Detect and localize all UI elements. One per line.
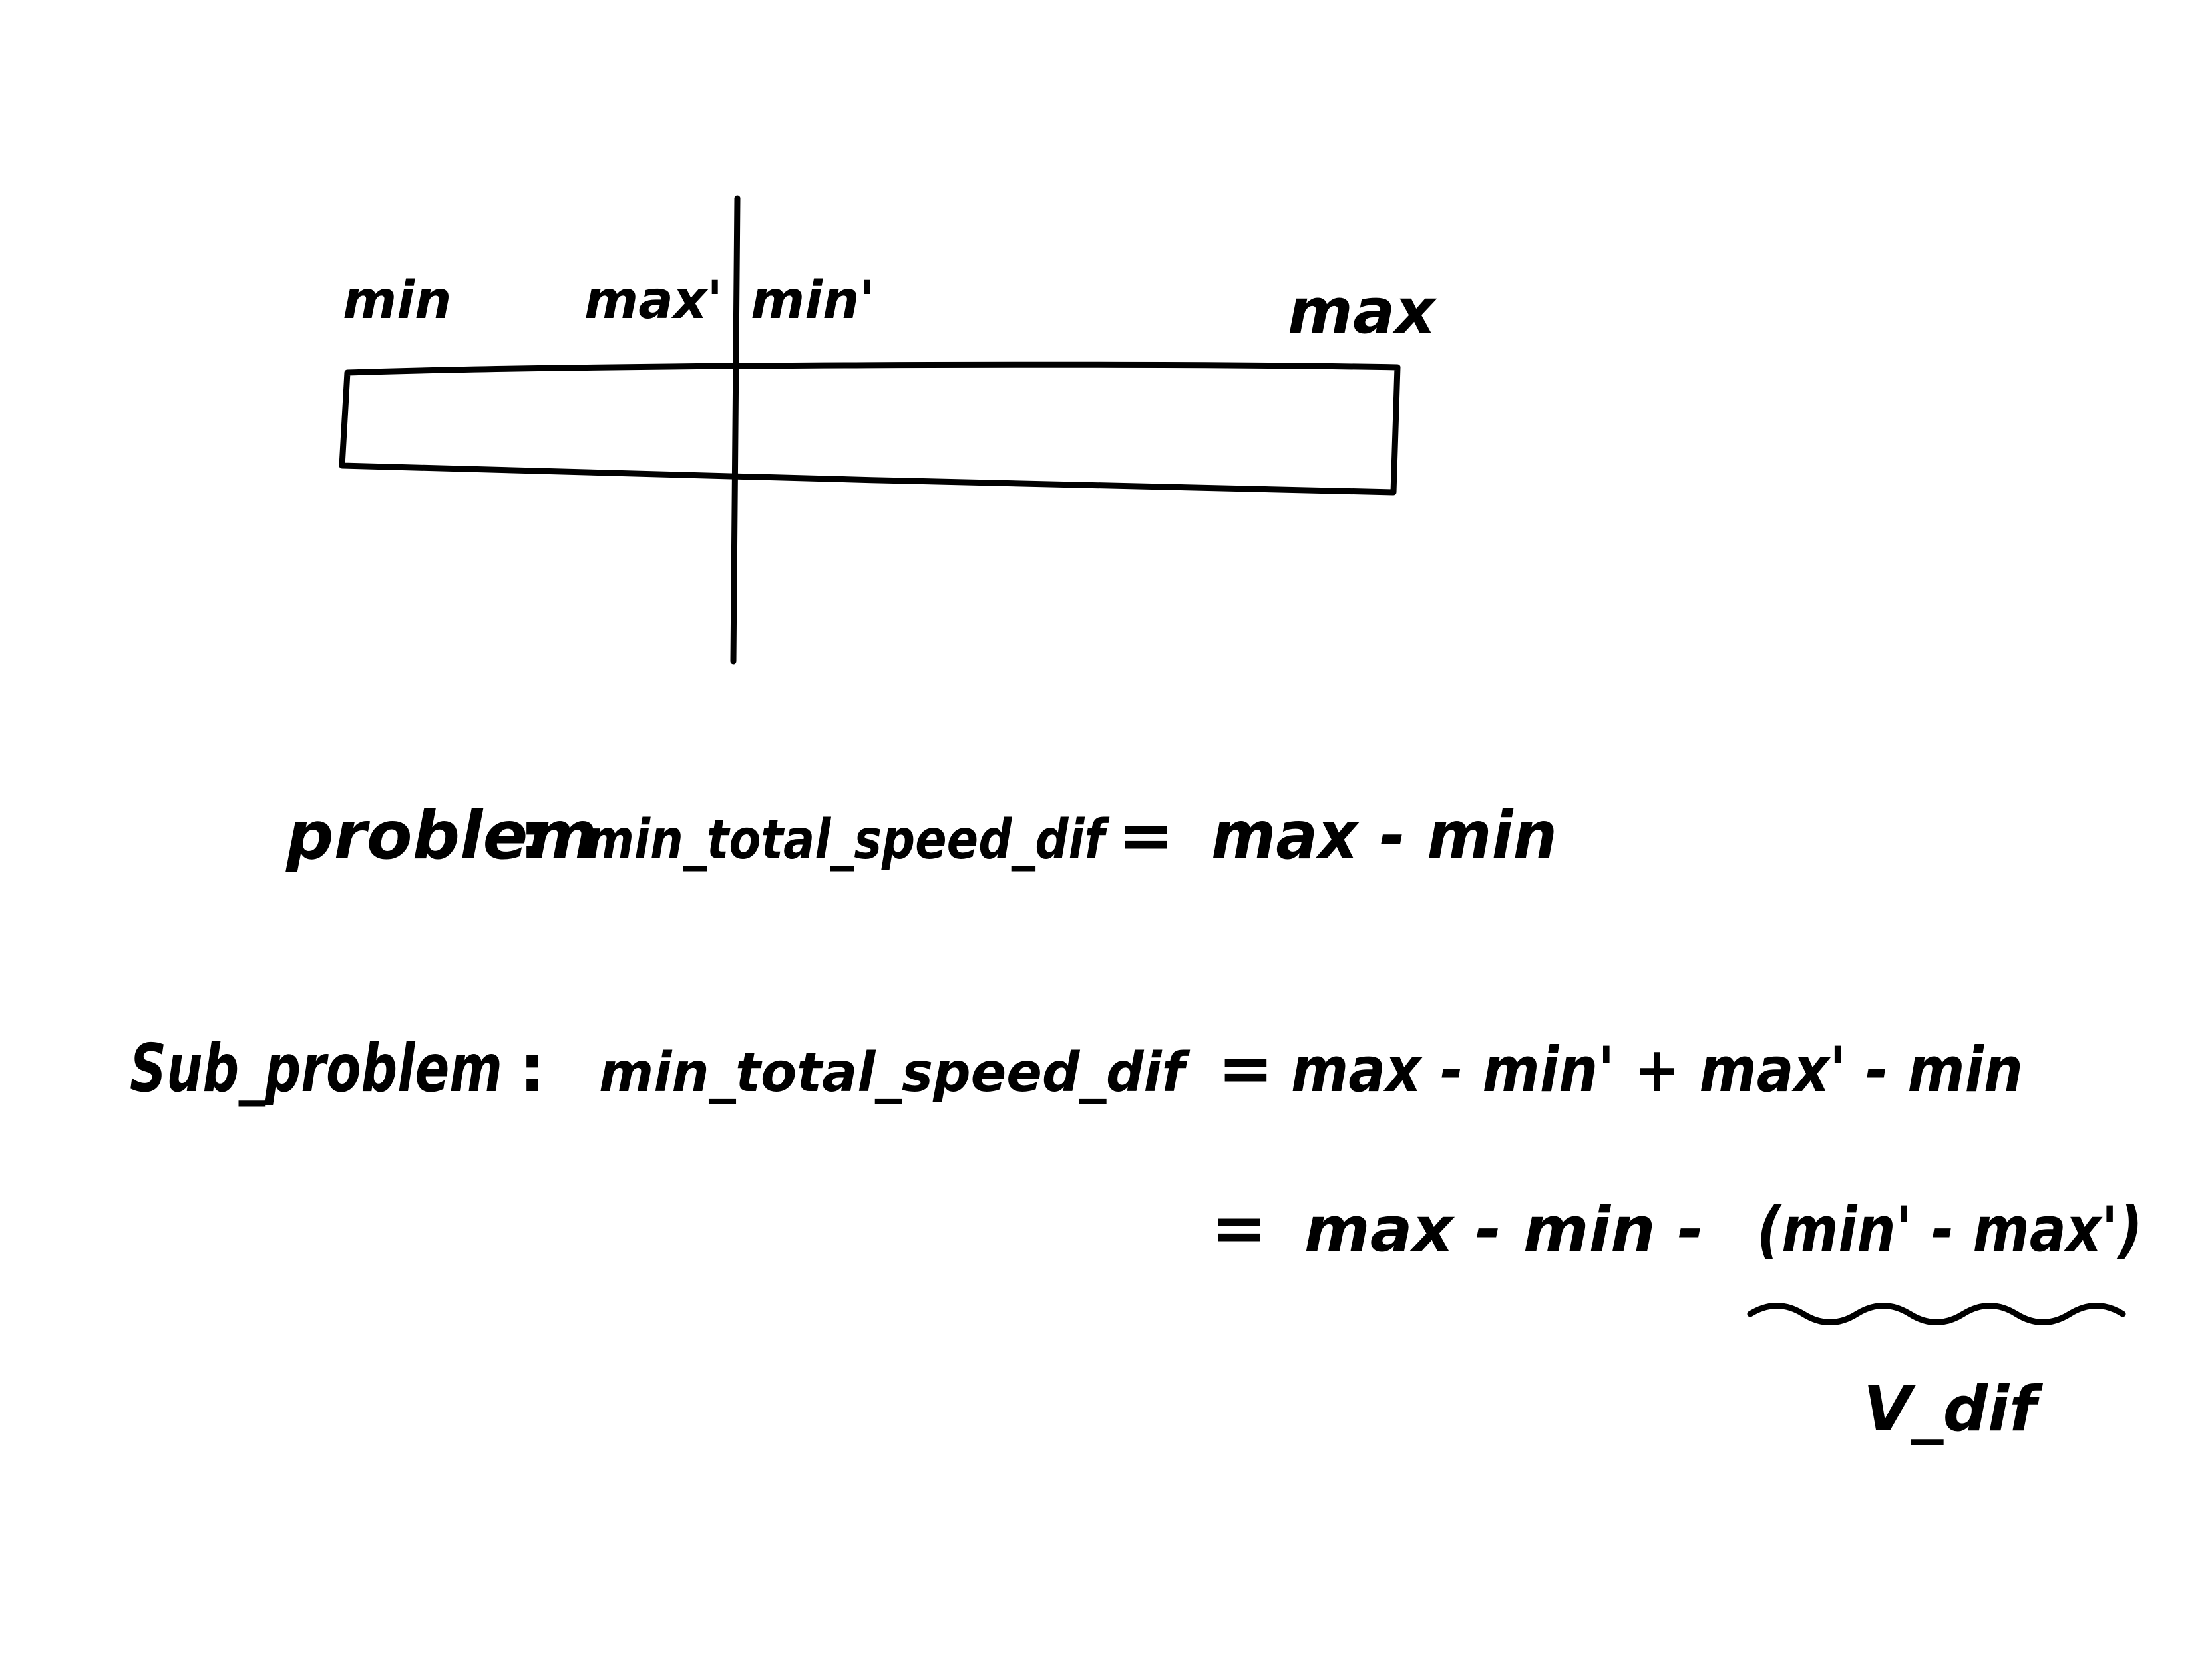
expansion-rhs: max - min - [1304, 1194, 1704, 1266]
range-diagram: min max' min' max [339, 195, 1437, 665]
sub-problem-equation: Sub_problem : min_total_speed_dif = max … [130, 1029, 2023, 1107]
label-min: min [343, 271, 452, 331]
grouped-term: (min' - max') [1757, 1194, 2143, 1266]
sub-problem-label: Sub_problem [130, 1029, 502, 1107]
problem-equals: = [1118, 796, 1174, 874]
label-max-prime: max' [584, 271, 723, 331]
label-max: max [1288, 275, 1437, 348]
expansion-equals: = [1211, 1189, 1267, 1267]
range-bar [339, 361, 1401, 496]
problem-lhs: min_total_speed_dif [586, 808, 1110, 872]
wavy-underbrace [1747, 1303, 2126, 1325]
sub-problem-rhs: max - min' + max' - min [1291, 1034, 2023, 1106]
brace-label: V_dif [1863, 1373, 2043, 1446]
label-min-prime: min' [751, 271, 875, 331]
problem-label: problem [285, 796, 597, 874]
problem-equation: problem : min_total_speed_dif = max - mi… [285, 796, 1557, 874]
sub-problem-colon: : [519, 1029, 546, 1107]
problem-colon: : [519, 796, 546, 874]
sub-problem-lhs: min_total_speed_dif [599, 1041, 1191, 1104]
sub-problem-equals: = [1218, 1029, 1274, 1107]
problem-rhs: max - min [1211, 796, 1557, 874]
expansion-equation: = max - min - (min' - max') V_dif [1211, 1189, 2143, 1446]
divider-line [730, 195, 741, 665]
